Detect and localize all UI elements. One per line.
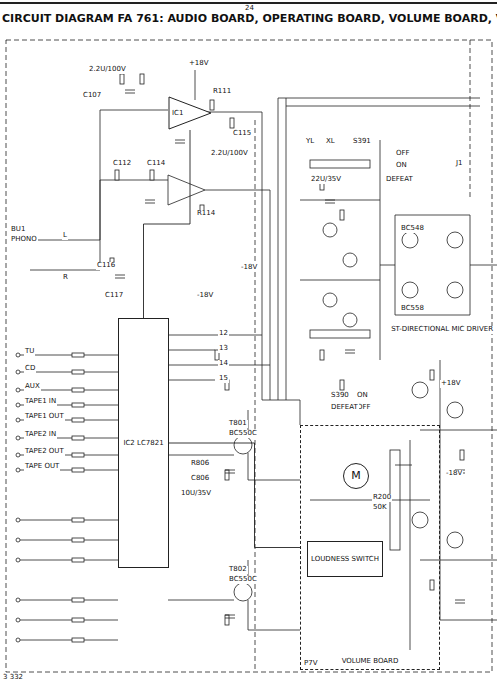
component-label: 14 — [218, 360, 229, 368]
component-label: 2.2U/100V — [210, 150, 249, 158]
component-label: OFF — [395, 150, 411, 158]
component-label: C112 — [112, 160, 132, 168]
component-label: DEFEAT — [330, 404, 359, 412]
component-label: 24 — [244, 5, 255, 13]
component-label: R111 — [212, 88, 232, 96]
component-label: YL — [305, 138, 315, 146]
node-label: IC2 LC7821 — [122, 439, 164, 447]
component-label: 15 — [218, 375, 229, 383]
component-label: S390 — [330, 392, 350, 400]
component-label: BC558 — [400, 305, 425, 313]
component-label: C107 — [82, 92, 102, 100]
component-label: TAPE2 OUT — [24, 448, 65, 456]
component-label: C114 — [146, 160, 166, 168]
component-label: -18V — [240, 264, 258, 272]
component-label: ST-DIRECTIONAL MIC DRIVER — [390, 326, 494, 334]
component-label: TAPE2 IN — [24, 431, 57, 439]
component-label: 10U/35V — [180, 490, 212, 498]
component-label: T802 — [228, 566, 248, 574]
component-label: J1 — [455, 160, 464, 168]
component-label: C806 — [190, 475, 210, 483]
node-label: IC1 — [171, 109, 184, 117]
component-label: R806 — [190, 460, 210, 468]
component-label: TAPE1 OUT — [24, 413, 65, 421]
component-label: AUX — [24, 383, 41, 391]
node-label: LOUDNESS SWITCH — [310, 555, 380, 563]
component-label: 22U/35V — [310, 176, 342, 184]
ic-box: LOUDNESS SWITCH — [307, 541, 383, 577]
component-label: L — [62, 232, 68, 240]
component-label: BC548 — [400, 225, 425, 233]
node-label: VOLUME BOARD — [341, 657, 400, 665]
component-label: R114 — [196, 210, 216, 218]
component-label: 12 — [218, 330, 229, 338]
component-label: +18V — [440, 380, 462, 388]
component-label: P7V — [303, 660, 318, 668]
component-label: TAPE1 IN — [24, 398, 57, 406]
component-label: C116 — [96, 262, 116, 270]
component-label: BU1 — [10, 226, 26, 234]
diagram-title: CIRCUIT DIAGRAM FA 761: AUDIO BOARD, OPE… — [2, 12, 497, 25]
component-label: ON — [356, 392, 369, 400]
component-label: TU — [24, 348, 35, 356]
component-label: R200 — [372, 494, 392, 502]
component-label: TAPE OUT — [24, 463, 60, 471]
component-label: C117 — [104, 292, 124, 300]
board-outline: VOLUME BOARD M LOUDNESS SWITCH — [300, 425, 440, 670]
component-label: -18V — [196, 292, 214, 300]
component-label: XL — [325, 138, 336, 146]
component-label: DEFEAT — [385, 176, 414, 184]
component-label: BC550C — [228, 576, 258, 584]
component-label: R — [62, 274, 69, 282]
motor-symbol: M — [343, 463, 369, 489]
ic-box: IC2 LC7821 — [118, 318, 169, 568]
component-label: BC550C — [228, 430, 258, 438]
component-label: 3 332 — [2, 674, 24, 682]
component-label: 13 — [218, 345, 229, 353]
component-label: CD — [24, 365, 36, 373]
opamp-symbol: IC1 — [168, 96, 212, 130]
component-label: 50K — [372, 504, 388, 512]
component-label: -18V — [445, 470, 463, 478]
component-label: C115 — [232, 130, 252, 138]
component-label: 2.2U/100V — [88, 66, 127, 74]
wire-connector — [169, 443, 300, 548]
component-label: S391 — [352, 138, 372, 146]
component-label: +18V — [188, 60, 210, 68]
component-label: T801 — [228, 420, 248, 428]
wire-connector — [144, 130, 191, 318]
node-label: M — [350, 470, 362, 483]
component-label: ON — [395, 162, 408, 170]
component-label: PHONO — [10, 236, 38, 244]
